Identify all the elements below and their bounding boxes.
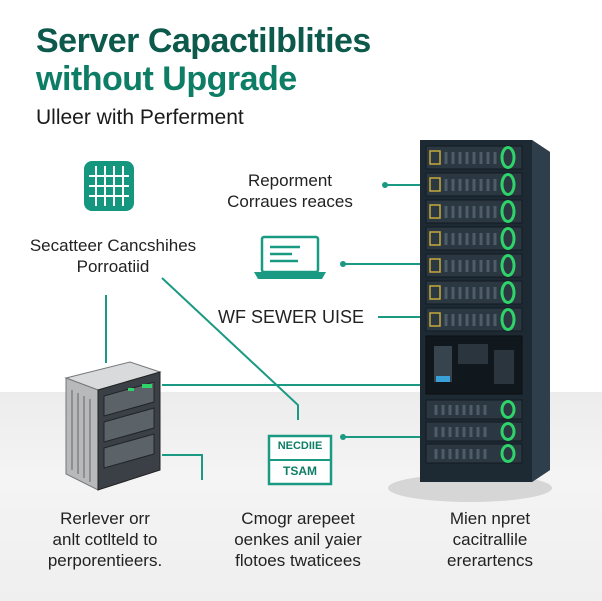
server-rack-icon: [420, 140, 550, 482]
rack-led-ring: [500, 444, 516, 463]
rack-led-ring: [500, 173, 516, 196]
rack-board-chip: [494, 350, 514, 384]
title-line-2: without Upgrade: [36, 60, 297, 98]
rack-board-port: [436, 376, 450, 382]
subtitle: Ulleer with Perferment: [36, 106, 244, 129]
label-left-top: Secatteer Cancshihes Porroatiid: [8, 235, 218, 277]
label-right-top-line1: Reporment: [247, 171, 333, 190]
label-left-top-line1: Secatteer Cancshihes: [29, 236, 197, 255]
label-bottom-left-line: perporentieers.: [47, 551, 163, 570]
rack-led-ring: [500, 146, 516, 169]
rack-led-ring: [500, 308, 516, 331]
rack-led-ring: [500, 422, 516, 441]
laptop-icon: [254, 235, 326, 279]
rack-unit-handle: [429, 231, 441, 246]
rack-led-ring: [500, 400, 516, 419]
node-dot: [382, 182, 388, 188]
rack-led-ring: [500, 281, 516, 304]
rack-unit-handle: [429, 285, 441, 300]
badge-icon: [267, 434, 333, 486]
label-middle: WF SEWER UISE: [218, 307, 365, 327]
grid-chip-icon: [84, 161, 134, 211]
label-bottom-right-line: Mien npret: [449, 509, 531, 528]
label-right-top: Reporment Corraues reaces: [210, 170, 370, 212]
rack-unit-handle: [429, 204, 441, 219]
label-bottom-right-line: cacitrallile: [452, 530, 528, 549]
title-line-1: Server Capactilblities: [36, 22, 371, 60]
label-bottom-center-line: oenkes anil yaier: [234, 530, 362, 549]
label-bottom-center-line: Cmogr arepeet: [241, 509, 355, 528]
node-dot: [340, 434, 346, 440]
node-dot: [340, 261, 346, 267]
rack-board-chip: [458, 344, 488, 364]
rack-unit-handle: [429, 150, 441, 165]
label-bottom-center-line: flotoes twaticees: [235, 551, 361, 570]
rack-led-ring: [500, 227, 516, 250]
label-bottom-right-line: ererartencs: [447, 551, 533, 570]
rack-board-chip: [434, 346, 452, 382]
label-right-top-line2: Corraues reaces: [227, 192, 353, 211]
label-bottom-left: Rerlever orr anlt cotlteld to perporenti…: [10, 508, 200, 571]
connector-down: [162, 454, 203, 480]
rack-unit-handle: [429, 258, 441, 273]
label-bottom-center: Cmogr arepeet oenkes anil yaier flotoes …: [203, 508, 393, 571]
label-bottom-left-line: Rerlever orr: [60, 509, 150, 528]
rack-unit-handle: [429, 177, 441, 192]
badge-text-bottom: TSAM: [283, 464, 317, 478]
connector-diagonal: [161, 277, 299, 420]
rack-led-ring: [500, 200, 516, 223]
label-left-top-line2: Porroatiid: [76, 257, 150, 276]
label-bottom-left-line: anlt cotlteld to: [52, 530, 158, 549]
small-server-icon: [64, 361, 162, 491]
rack-led-ring: [500, 254, 516, 277]
rack-unit-handle: [429, 312, 441, 327]
page-title: Server Capactilblities without Upgrade: [36, 22, 371, 98]
label-bottom-right: Mien npret cacitrallile ererartencs: [400, 508, 580, 571]
badge-text-top: NECDIIE: [277, 440, 323, 452]
connector-lines: [105, 184, 420, 480]
